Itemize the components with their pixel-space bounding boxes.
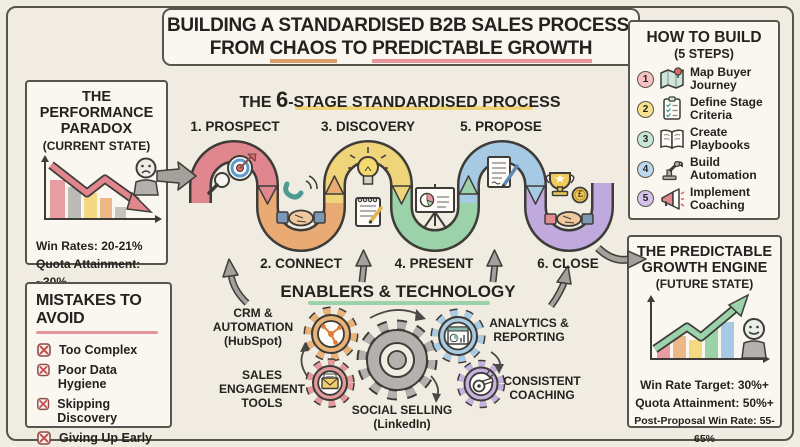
stage-label-close: 6. CLOSE bbox=[537, 256, 599, 271]
build-step: 4 Build Automation bbox=[637, 155, 771, 183]
growth-engine-panel: THE PREDICTABLE GROWTH ENGINE (FUTURE ST… bbox=[627, 235, 782, 445]
down-arrowhead bbox=[126, 191, 154, 213]
main-title-line2: FROM CHAOS TO PREDICTABLE GROWTH bbox=[210, 37, 592, 63]
declining-chart bbox=[41, 154, 162, 223]
growth-underlined: PREDICTABLE GROWTH bbox=[372, 37, 592, 63]
stage-label-propose: 5. PROPOSE bbox=[460, 119, 542, 134]
enablers-title: ENABLERS & TECHNOLOGY bbox=[280, 282, 516, 301]
checklist-clipboard-icon bbox=[663, 96, 681, 121]
step-number-badge: 2 bbox=[637, 100, 654, 118]
enabler-label-sales-engagement: SALES ENGAGEMENT TOOLS bbox=[218, 368, 306, 411]
build-step: 5 Implement Coaching bbox=[637, 185, 771, 213]
process-title: THE 6-STAGE STANDARDISED PROCESS bbox=[239, 87, 561, 112]
mistakes-title: MISTAKES TO AVOID bbox=[36, 292, 142, 327]
stage-label-prospect: 1. PROSPECT bbox=[190, 119, 280, 134]
engine-title: THE PREDICTABLE GROWTH ENGINE bbox=[636, 244, 773, 277]
list-item: Giving Up Early bbox=[36, 430, 161, 446]
build-step: 3 Create Playbooks bbox=[637, 125, 771, 153]
list-item: Too Complex bbox=[36, 342, 161, 358]
up-arrowhead bbox=[727, 293, 749, 318]
chaos-underlined: CHAOS bbox=[269, 37, 337, 63]
stage-label-present: 4. PRESENT bbox=[394, 256, 474, 271]
build-subtitle: (5 STEPS) bbox=[674, 47, 734, 61]
enablers-underline bbox=[308, 301, 490, 305]
step-number-badge: 4 bbox=[637, 160, 654, 178]
sad-figure-icon bbox=[133, 157, 159, 196]
engine-stats: Win Rate Target: 30%+ Quota Attainment: … bbox=[634, 378, 775, 445]
build-step: 2 Define Stage Criteria bbox=[637, 95, 771, 123]
paradox-subtitle: (CURRENT STATE) bbox=[42, 138, 151, 153]
build-title: HOW TO BUILD bbox=[646, 29, 762, 46]
stage-label-connect: 2. CONNECT bbox=[260, 256, 342, 271]
process-title-underline bbox=[295, 106, 533, 110]
x-box-icon bbox=[37, 343, 51, 357]
engine-subtitle: (FUTURE STATE) bbox=[655, 277, 754, 292]
outer-border bbox=[6, 6, 794, 441]
x-box-icon bbox=[37, 430, 51, 445]
enabler-label-coaching: CONSISTENT COACHING bbox=[503, 374, 581, 403]
performance-paradox-panel: THE PERFORMANCE PARADOX (CURRENT STATE) … bbox=[25, 80, 168, 307]
paradox-title: THE PERFORMANCE PARADOX bbox=[39, 89, 154, 138]
enabler-label-social-selling: SOCIAL SELLING (LinkedIn) bbox=[351, 403, 453, 432]
enabler-label-crm: CRM & AUTOMATION (HubSpot) bbox=[212, 306, 294, 349]
rising-chart bbox=[646, 293, 770, 364]
x-box-icon bbox=[37, 363, 50, 377]
list-item: Poor Data Hygiene bbox=[36, 362, 161, 392]
stage-label-discovery: 3. DISCOVERY bbox=[320, 119, 416, 134]
mistakes-underline bbox=[36, 331, 158, 334]
step-number-badge: 1 bbox=[637, 70, 654, 88]
robot-arm-icon bbox=[662, 160, 683, 181]
megaphone-icon bbox=[661, 188, 685, 210]
step-number-badge: 3 bbox=[637, 130, 654, 148]
list-item: Skipping Discovery bbox=[36, 396, 161, 426]
main-title-box: BUILDING A STANDARDISED B2B SALES PROCES… bbox=[162, 8, 640, 66]
happy-figure-icon bbox=[740, 318, 767, 360]
coin-pound-symbol: £ bbox=[577, 189, 584, 200]
x-box-icon bbox=[37, 397, 50, 410]
map-icon bbox=[660, 67, 684, 90]
mistakes-panel: MISTAKES TO AVOID Too Complex Poor Data … bbox=[25, 282, 172, 445]
main-title-line1: BUILDING A STANDARDISED B2B SALES PROCES… bbox=[166, 14, 636, 36]
build-step: 1 Map Buyer Journey bbox=[637, 65, 771, 93]
step-number-badge: 5 bbox=[637, 190, 654, 208]
open-book-icon bbox=[660, 129, 684, 150]
how-to-build-panel: HOW TO BUILD (5 STEPS) 1 Map Buyer Journ… bbox=[628, 20, 780, 220]
enabler-label-analytics: ANALYTICS & REPORTING bbox=[489, 316, 569, 345]
